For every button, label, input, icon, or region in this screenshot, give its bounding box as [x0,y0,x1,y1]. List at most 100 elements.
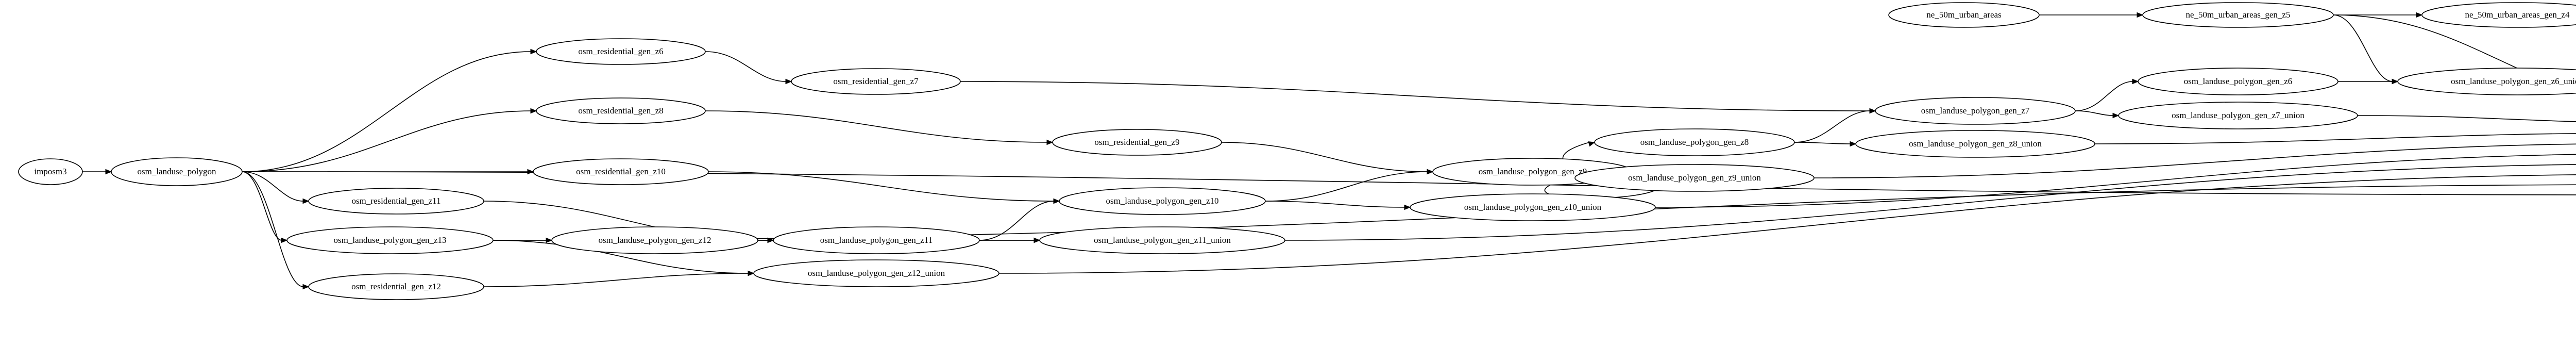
node-osm_residential_gen_z10[interactable]: osm_residential_gen_z10 [533,158,709,185]
edge-ne_50m_urban_areas_gen_z5-to-layer_landuse-z5 [2333,14,2576,91]
edge-osm_landuse_polygon-to-osm_residential_gen_z12 [242,171,304,287]
node-label: osm_residential_gen_z6 [578,46,663,56]
edge-osm_residential_gen_z10-to-osm_landuse_polygon_gen_z10 [708,171,1055,202]
node-osm_landuse_polygon_gen_z10[interactable]: osm_landuse_polygon_gen_z10 [1059,187,1266,215]
edge-arrowhead-icon [2392,78,2399,85]
edge-osm_landuse_polygon_gen_z8_union-to-layer_landuse-z8 [2094,133,2576,144]
node-osm_landuse_polygon_gen_z6_union[interactable]: osm_landuse_polygon_gen_z6_union [2397,68,2576,95]
edge-osm_landuse_polygon-to-osm_residential_gen_z6 [242,51,532,172]
edge-osm_landuse_polygon_gen_z10_union-to-layer_landuse-z10 [1655,154,2576,208]
edge-arrowhead-icon [530,108,537,114]
node-label: osm_landuse_polygon_gen_z12_union [808,268,945,278]
edge-osm_landuse_polygon_gen_z8-to-osm_landuse_polygon_gen_z7 [1794,110,1871,143]
edge-arrowhead-icon [530,48,537,55]
edge-arrowhead-icon [785,78,792,85]
edge-osm_landuse_polygon-to-osm_residential_gen_z8 [242,110,532,172]
node-label: osm_landuse_polygon_gen_z8_union [1909,139,2042,149]
edge-arrowhead-icon [2112,112,2120,119]
node-label: osm_residential_gen_z7 [833,76,919,86]
edge-arrowhead-icon [527,169,534,175]
edge-osm_landuse_polygon_gen_z13-to-osm_landuse_polygon_gen_z12_union [493,240,749,274]
node-label: osm_landuse_polygon [138,167,216,176]
edge-osm_landuse_polygon_gen_z9_union-to-layer_landuse-z9 [1814,143,2576,178]
node-label: osm_landuse_polygon_gen_z11 [820,235,933,245]
node-label: osm_landuse_polygon_gen_z7_union [2172,110,2304,120]
edge-arrowhead-icon [1427,169,1434,175]
edge-osm_residential_gen_z7-to-osm_landuse_polygon_gen_z7 [960,81,1871,111]
node-label: osm_landuse_polygon_gen_z6_union [2451,76,2576,86]
edge-arrowhead-icon [1850,141,1857,147]
edge-arrowhead-icon [2132,78,2139,85]
node-label: osm_landuse_polygon_gen_z12 [598,235,711,245]
node-osm_residential_gen_z8[interactable]: osm_residential_gen_z8 [536,97,706,124]
node-label: osm_landuse_polygon_gen_z8 [1640,137,1749,147]
edge-osm_residential_gen_z8-to-osm_residential_gen_z9 [705,110,1048,143]
edge-osm_residential_gen_z6-to-osm_residential_gen_z7 [705,51,787,82]
edge-arrowhead-icon [1033,237,1041,243]
edge-osm_landuse_polygon_gen_z8-to-osm_landuse_polygon_gen_z8_union [1794,142,1851,144]
node-osm_landuse_polygon_gen_z12[interactable]: osm_landuse_polygon_gen_z12 [551,226,758,254]
node-label: osm_landuse_polygon_gen_z6 [2184,76,2293,86]
node-label: ne_50m_urban_areas_gen_z4 [2465,10,2570,20]
edge-osm_landuse_polygon_gen_z7-to-osm_landuse_polygon_gen_z6 [2075,81,2133,111]
edge-osm_residential_gen_z9-to-osm_landuse_polygon_gen_z9 [1221,142,1428,172]
node-osm_landuse_polygon_gen_z7[interactable]: osm_landuse_polygon_gen_z7 [1875,97,2076,125]
edge-osm_landuse_polygon-to-osm_landuse_polygon_gen_z13 [242,171,282,241]
node-osm_landuse_polygon_gen_z6[interactable]: osm_landuse_polygon_gen_z6 [2138,68,2338,95]
edge-arrowhead-icon [1046,139,1054,145]
node-label: osm_residential_gen_z10 [576,167,666,176]
node-osm_residential_gen_z11[interactable]: osm_residential_gen_z11 [308,188,484,215]
edge-osm_residential_gen_z12-to-osm_landuse_polygon_gen_z12_union [483,273,749,287]
node-osm_landuse_polygon_gen_z8_union[interactable]: osm_landuse_polygon_gen_z8_union [1855,130,2095,158]
node-osm_landuse_polygon[interactable]: osm_landuse_polygon [111,157,243,186]
node-label: ne_50m_urban_areas_gen_z5 [2186,10,2291,20]
edge-arrowhead-icon [1588,141,1596,147]
node-osm_residential_gen_z12[interactable]: osm_residential_gen_z12 [308,273,484,300]
edge-arrowhead-icon [1869,108,1876,114]
edge-osm_landuse_polygon-to-osm_residential_gen_z11 [242,171,304,202]
node-osm_landuse_polygon_gen_z7_union[interactable]: osm_landuse_polygon_gen_z7_union [2118,102,2358,129]
node-osm_residential_gen_z6[interactable]: osm_residential_gen_z6 [536,38,706,65]
edge-arrowhead-icon [2416,12,2423,18]
node-osm_landuse_polygon_gen_z10_union[interactable]: osm_landuse_polygon_gen_z10_union [1410,193,1656,221]
edge-osm_landuse_polygon_gen_z11-to-osm_landuse_polygon_gen_z10 [979,201,1055,241]
edge-arrowhead-icon [748,270,755,276]
node-label: osm_landuse_polygon_gen_z10_union [1464,202,1602,212]
node-osm_landuse_polygon_gen_z11[interactable]: osm_landuse_polygon_gen_z11 [773,226,980,254]
node-label: osm_residential_gen_z11 [351,196,440,206]
node-label: imposm3 [34,167,66,176]
node-ne_50m_urban_areas[interactable]: ne_50m_urban_areas [1888,2,2040,28]
node-osm_landuse_polygon_gen_z12_union[interactable]: osm_landuse_polygon_gen_z12_union [753,259,999,287]
node-label: osm_landuse_polygon_gen_z9 [1479,167,1587,176]
edge-arrowhead-icon [302,284,310,290]
edge-osm_landuse_polygon_gen_z10-to-osm_landuse_polygon_gen_z10_union [1265,201,1405,208]
node-imposm3[interactable]: imposm3 [18,158,83,185]
node-ne_50m_urban_areas_gen_z4[interactable]: ne_50m_urban_areas_gen_z4 [2421,2,2576,28]
node-label: osm_landuse_polygon_gen_z7 [1921,106,2030,116]
node-label: osm_residential_gen_z9 [1094,137,1179,147]
edge-arrowhead-icon [281,237,288,243]
node-ne_50m_urban_areas_gen_z5[interactable]: ne_50m_urban_areas_gen_z5 [2142,2,2334,28]
node-label: osm_residential_gen_z8 [578,106,663,116]
edge-osm_landuse_polygon_gen_z7-to-osm_landuse_polygon_gen_z7_union [2075,110,2114,116]
node-osm_landuse_polygon_gen_z13[interactable]: osm_landuse_polygon_gen_z13 [286,226,494,254]
node-osm_landuse_polygon_gen_z9_union[interactable]: osm_landuse_polygon_gen_z9_union [1574,164,1815,192]
node-label: osm_landuse_polygon_gen_z9_union [1628,173,1761,183]
edge-osm_landuse_polygon_gen_z10-to-osm_landuse_polygon_gen_z9 [1265,171,1428,202]
node-label: osm_landuse_polygon_gen_z11_union [1094,235,1231,245]
edge-arrowhead-icon [302,198,310,204]
node-osm_landuse_polygon_gen_z8[interactable]: osm_landuse_polygon_gen_z8 [1594,128,1795,156]
node-osm_landuse_polygon_gen_z11_union[interactable]: osm_landuse_polygon_gen_z11_union [1039,226,1285,254]
edge-arrowhead-icon [1404,204,1411,210]
edge-osm_landuse_polygon_gen_z12_union-to-layer_landuse-z12 [998,174,2576,274]
node-label: osm_landuse_polygon_gen_z10 [1106,196,1218,206]
node-label: osm_landuse_polygon_gen_z13 [333,235,446,245]
edge-osm_landuse_polygon_gen_z11_union-to-layer_landuse-z11 [1284,164,2576,241]
edge-ne_50m_urban_areas_gen_z5-to-osm_landuse_polygon_gen_z6_union [2333,14,2393,82]
node-osm_residential_gen_z7[interactable]: osm_residential_gen_z7 [791,68,961,95]
node-osm_residential_gen_z9[interactable]: osm_residential_gen_z9 [1052,129,1222,156]
edge-arrowhead-icon [105,169,112,175]
node-label: osm_residential_gen_z12 [351,282,441,291]
